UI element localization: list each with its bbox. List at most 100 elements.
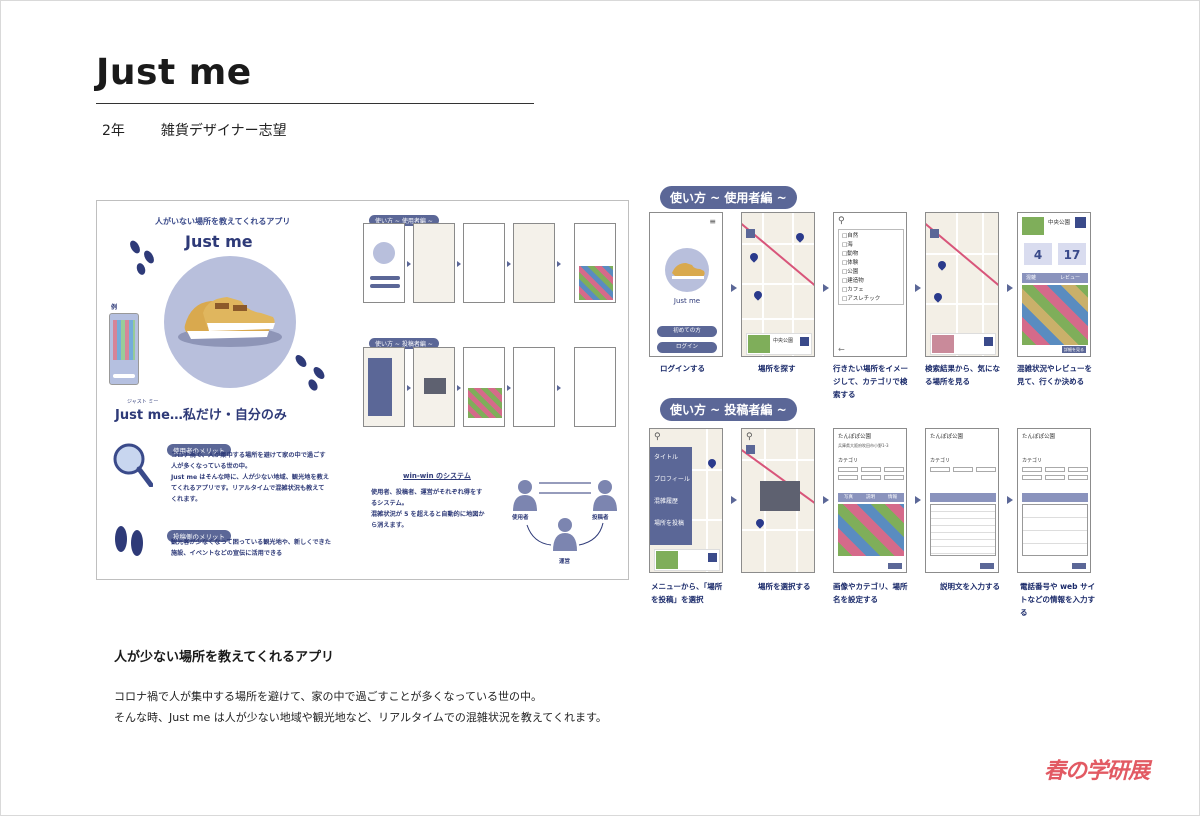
category-select[interactable] bbox=[861, 467, 881, 472]
route-icon[interactable] bbox=[984, 337, 993, 346]
menu-history[interactable]: 混雑履歴 bbox=[654, 498, 679, 505]
phone-description-form: たんぽぽ公園 カテゴリ bbox=[925, 428, 999, 573]
search-icon[interactable]: ⚲ bbox=[654, 432, 661, 442]
place-card[interactable]: 中央公園 bbox=[746, 333, 812, 355]
category-list: □自然 □海 □動物 □体験 □公園 □建造物 □カフェ □アスレチック bbox=[838, 229, 904, 305]
info-fields[interactable] bbox=[1022, 504, 1088, 556]
user-merit-pill: 使用者のメリット bbox=[167, 438, 231, 457]
login-button[interactable]: ログイン bbox=[657, 342, 717, 353]
poster-tagline: 人がいない場所を教えてくれるアプリ bbox=[155, 217, 291, 226]
phone-image-form: たんぽぽ公園 兵庫県大阪府吹田市小野1-3 カテゴリ 写真 説明 情報 bbox=[833, 428, 907, 573]
footprint-icon bbox=[130, 240, 154, 275]
footprint-icon bbox=[115, 526, 143, 556]
mini-phone-detail bbox=[574, 223, 616, 303]
category-select[interactable] bbox=[838, 475, 858, 480]
category-item[interactable]: □カフェ bbox=[842, 287, 864, 293]
phone-login: ≡ Just me 初めての方 ログイン bbox=[649, 212, 723, 357]
poster-step-5: 電話番号や web サイトなどの情報を入力する bbox=[1020, 582, 1096, 617]
menu-post-place[interactable]: 場所を投稿 bbox=[654, 520, 685, 527]
place-card[interactable] bbox=[930, 333, 996, 355]
category-item[interactable]: □体験 bbox=[842, 260, 859, 266]
mini-phone-results bbox=[513, 223, 555, 303]
next-button[interactable] bbox=[888, 563, 902, 569]
step-arrow bbox=[823, 496, 829, 504]
category-select[interactable] bbox=[884, 475, 904, 480]
form-tabs bbox=[1022, 493, 1088, 502]
category-item[interactable]: □アスレチック bbox=[842, 296, 881, 302]
detail-thumb bbox=[1022, 217, 1044, 235]
route-icon[interactable] bbox=[800, 337, 809, 346]
phone-select: ⚲ bbox=[741, 428, 815, 573]
mini-phone-map bbox=[413, 223, 455, 303]
mini-arrow bbox=[457, 261, 461, 267]
first-time-button[interactable]: 初めての方 bbox=[657, 326, 717, 337]
description-body: コロナ禍で人が集中する場所を避けて、家の中で過ごすことが多くなっている世の中。 … bbox=[114, 686, 607, 728]
description-textarea[interactable] bbox=[930, 504, 996, 556]
poster-step-4: 説明文を入力する bbox=[940, 582, 1000, 591]
title-divider bbox=[96, 103, 534, 104]
user-step-2: 場所を探す bbox=[758, 364, 796, 373]
event-logo: 春の学研展 bbox=[1044, 759, 1150, 784]
search-icon[interactable]: ⚲ bbox=[746, 432, 753, 442]
user-step-1: ログインする bbox=[660, 364, 705, 373]
step-arrow bbox=[1007, 284, 1013, 292]
category-item[interactable]: □建造物 bbox=[842, 278, 864, 284]
form-tabs: 写真 説明 情報 bbox=[838, 493, 904, 502]
list-icon[interactable] bbox=[930, 229, 939, 238]
tab-info[interactable]: 情報 bbox=[888, 495, 897, 500]
step-arrow bbox=[915, 496, 921, 504]
form-address: 兵庫県大阪府吹田市小野1-3 bbox=[838, 443, 889, 448]
photo-grid[interactable] bbox=[1022, 285, 1088, 345]
upload-photos[interactable] bbox=[838, 504, 904, 556]
category-item[interactable]: □動物 bbox=[842, 251, 859, 257]
next-button[interactable] bbox=[980, 563, 994, 569]
more-button[interactable]: 詳細を見る bbox=[1062, 346, 1086, 353]
tab-description[interactable]: 説明 bbox=[866, 495, 875, 500]
list-icon[interactable] bbox=[746, 445, 755, 454]
winwin-text: 使用者、投稿者、運営がそれぞれ得をす るシステム。 混雑状況が 5 を超えると自… bbox=[371, 489, 485, 529]
place-card[interactable] bbox=[654, 549, 720, 571]
menu-profile[interactable]: プロフィール bbox=[654, 476, 690, 483]
page-title: Just me bbox=[96, 52, 252, 93]
user-merit-text: コロナ禍で、人が集中する場所を避けて家の中で過ごす 人が多くなっている世の中。 … bbox=[171, 452, 330, 503]
tab-congestion[interactable]: 混雑 bbox=[1026, 275, 1037, 281]
route-icon[interactable] bbox=[1075, 217, 1086, 228]
category-item[interactable]: □海 bbox=[842, 242, 853, 248]
map-pin-icon[interactable] bbox=[794, 231, 806, 243]
map-pin-icon[interactable] bbox=[748, 251, 760, 263]
select-overlay[interactable] bbox=[760, 481, 800, 511]
poster-merit-text: 観光客が少なくなって困っている観光地や、新しくできた 施設、イベントなどの宣伝に… bbox=[171, 539, 331, 557]
category-select[interactable] bbox=[884, 467, 904, 472]
menu-icon[interactable]: ≡ bbox=[709, 217, 716, 226]
phone-results bbox=[925, 212, 999, 357]
subtitle: 2年雑貨デザイナー志望 bbox=[102, 120, 287, 140]
category-select[interactable] bbox=[861, 475, 881, 480]
map-pin-icon[interactable] bbox=[932, 291, 944, 303]
next-button[interactable] bbox=[1072, 563, 1086, 569]
route-icon[interactable] bbox=[708, 553, 717, 562]
role-poster: 投稿者 bbox=[592, 515, 609, 521]
dock-bar bbox=[113, 374, 135, 378]
map-pin-icon[interactable] bbox=[936, 259, 948, 271]
detail-tabs: 混雑 レビュー bbox=[1022, 273, 1088, 283]
poster-merit-pill: 投稿側のメリット bbox=[167, 524, 231, 543]
category-item[interactable]: □自然 bbox=[842, 233, 859, 239]
poster-step-2: 場所を選択する bbox=[758, 582, 811, 591]
mini-phone-list bbox=[463, 223, 505, 303]
list-icon[interactable] bbox=[746, 229, 755, 238]
winwin-title: win-win のシステム bbox=[403, 472, 471, 480]
form-category-label: カテゴリ bbox=[930, 458, 951, 464]
tab-review[interactable]: レビュー bbox=[1060, 275, 1081, 281]
step-arrow bbox=[731, 496, 737, 504]
category-item[interactable]: □公園 bbox=[842, 269, 859, 275]
menu-title[interactable]: タイトル bbox=[654, 454, 679, 461]
footprint-icon bbox=[295, 355, 325, 391]
app-logo bbox=[665, 248, 709, 292]
phone-detail: 中央公園 4 17 混雑 レビュー 詳細を見る bbox=[1017, 212, 1091, 357]
mini-arrow bbox=[507, 385, 511, 391]
tab-photo[interactable]: 写真 bbox=[844, 495, 853, 500]
category-select[interactable] bbox=[838, 467, 858, 472]
search-icon[interactable]: ⚲ bbox=[838, 216, 845, 226]
poster-guide-label: 使い方 ~ 投稿者編 ~ bbox=[660, 398, 797, 421]
back-arrow-icon[interactable]: ← bbox=[838, 345, 845, 354]
